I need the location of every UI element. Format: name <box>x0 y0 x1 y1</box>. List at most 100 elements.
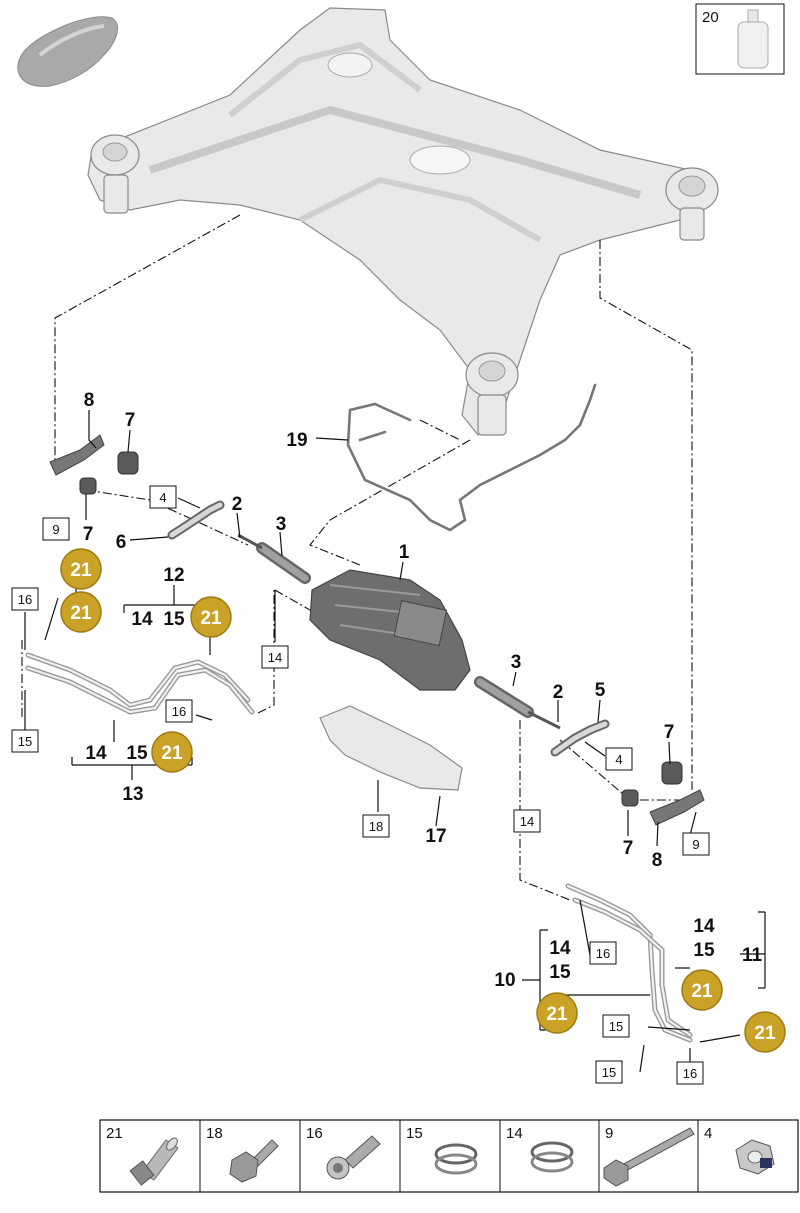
svg-text:9: 9 <box>605 1125 613 1142</box>
coin-21g: 21 <box>744 1011 786 1053</box>
callout-8a: 8 <box>84 390 95 411</box>
hollow-bolt-icon <box>326 1135 381 1180</box>
svg-text:21: 21 <box>70 560 92 581</box>
boxed-callouts: 4 4 9 9 14 14 15 15 15 16 16 16 16 18 20 <box>11 3 785 1085</box>
callout-13: 13 <box>122 784 143 805</box>
svg-text:14: 14 <box>520 814 534 829</box>
callout-7b: 7 <box>83 524 94 545</box>
protective-cover <box>319 705 463 791</box>
callout-19: 19 <box>286 430 307 451</box>
seal-ring-icon-b <box>530 1141 574 1173</box>
box-14a: 14 <box>261 645 289 669</box>
svg-text:4: 4 <box>704 1125 712 1142</box>
clamp-parts <box>167 500 610 757</box>
callout-5: 5 <box>595 680 606 701</box>
legend-cell-9: 9 <box>603 1125 695 1187</box>
callout-12: 12 <box>163 565 184 586</box>
nut-icon <box>735 1139 775 1175</box>
coin-21f: 21 <box>681 969 723 1011</box>
svg-text:21: 21 <box>161 743 183 764</box>
coin-21c: 21 <box>190 596 232 638</box>
svg-text:16: 16 <box>172 704 186 719</box>
callout-14-group12: 14 <box>131 609 153 630</box>
callout-10: 10 <box>494 970 515 991</box>
svg-text:21: 21 <box>106 1125 123 1142</box>
svg-text:4: 4 <box>159 490 166 505</box>
svg-text:14: 14 <box>506 1125 523 1142</box>
svg-text:21: 21 <box>754 1023 776 1044</box>
svg-text:9: 9 <box>52 522 59 537</box>
legend-cell-18: 18 <box>206 1125 279 1183</box>
svg-text:15: 15 <box>406 1125 423 1142</box>
coolant-pipes-left <box>25 652 255 715</box>
box-9a: 9 <box>42 517 70 541</box>
bushings <box>79 451 683 807</box>
fluid-bottle-icon <box>737 9 769 69</box>
box-16a: 16 <box>11 587 39 611</box>
svg-text:15: 15 <box>609 1019 623 1034</box>
svg-text:14: 14 <box>268 650 282 665</box>
callout-14-group10: 14 <box>549 938 571 959</box>
coolant-pipes-right <box>565 883 693 1043</box>
coin-21e: 21 <box>536 992 578 1034</box>
legend-cell-16: 16 <box>306 1125 381 1180</box>
brackets <box>49 434 705 826</box>
callout-3: 3 <box>276 514 287 535</box>
callout-8b: 8 <box>652 850 663 871</box>
box-15c: 15 <box>595 1060 623 1084</box>
svg-text:16: 16 <box>596 946 610 961</box>
callout-7c: 7 <box>664 722 675 743</box>
coin-21d: 21 <box>151 731 193 773</box>
svg-text:16: 16 <box>306 1125 323 1142</box>
svg-text:20: 20 <box>702 9 719 26</box>
box-16c: 16 <box>589 941 617 965</box>
coin-21b: 21 <box>60 591 102 633</box>
svg-text:21: 21 <box>546 1004 568 1025</box>
callout-15-group10: 15 <box>549 962 571 983</box>
svg-text:21: 21 <box>691 981 713 1002</box>
legend-strip: 21 18 16 15 <box>99 1119 799 1193</box>
box-16d: 16 <box>676 1061 704 1085</box>
callout-14-group11: 14 <box>693 916 715 937</box>
coin-markers: 21 21 21 21 21 21 21 <box>60 548 786 1053</box>
callout-15-group13: 15 <box>126 743 148 764</box>
legend-cell-14: 14 <box>506 1125 574 1173</box>
callout-17: 17 <box>425 826 446 847</box>
callout-6: 6 <box>116 532 127 553</box>
callout-3b: 3 <box>511 652 522 673</box>
callout-labels: 1 2 3 2 3 5 6 7 7 7 7 8 8 10 11 12 13 14… <box>83 390 763 991</box>
svg-text:16: 16 <box>18 592 32 607</box>
box-4a: 4 <box>149 485 177 509</box>
svg-text:21: 21 <box>70 603 92 624</box>
callout-1: 1 <box>399 542 410 563</box>
coin-21a: 21 <box>60 548 102 590</box>
callout-15-group11: 15 <box>693 940 715 961</box>
svg-text:15: 15 <box>602 1065 616 1080</box>
legend-cell-15: 15 <box>406 1125 478 1175</box>
box-20: 20 <box>695 3 785 75</box>
tie-rod-sleeves <box>237 533 561 730</box>
seal-ring-icon <box>434 1143 478 1175</box>
svg-text:21: 21 <box>200 608 222 629</box>
callout-2: 2 <box>232 494 243 515</box>
box-15a: 15 <box>11 729 39 753</box>
svg-text:15: 15 <box>18 734 32 749</box>
box-15b: 15 <box>602 1014 630 1038</box>
vehicle-silhouette-icon <box>17 16 119 87</box>
svg-text:16: 16 <box>683 1066 697 1081</box>
box-4b: 4 <box>605 747 633 771</box>
callout-14-group13: 14 <box>85 743 107 764</box>
steering-actuator <box>309 569 471 691</box>
callout-15-group12: 15 <box>163 609 185 630</box>
sleeve-icon <box>129 1137 179 1186</box>
callout-2b: 2 <box>553 682 564 703</box>
wiring-harness <box>346 383 597 532</box>
legend-cell-4: 4 <box>704 1125 775 1175</box>
legend-cell-21: 21 <box>106 1125 179 1186</box>
callout-11: 11 <box>742 945 763 966</box>
long-bolt-icon <box>603 1127 695 1187</box>
box-9b: 9 <box>682 832 710 856</box>
callout-7a: 7 <box>125 410 136 431</box>
